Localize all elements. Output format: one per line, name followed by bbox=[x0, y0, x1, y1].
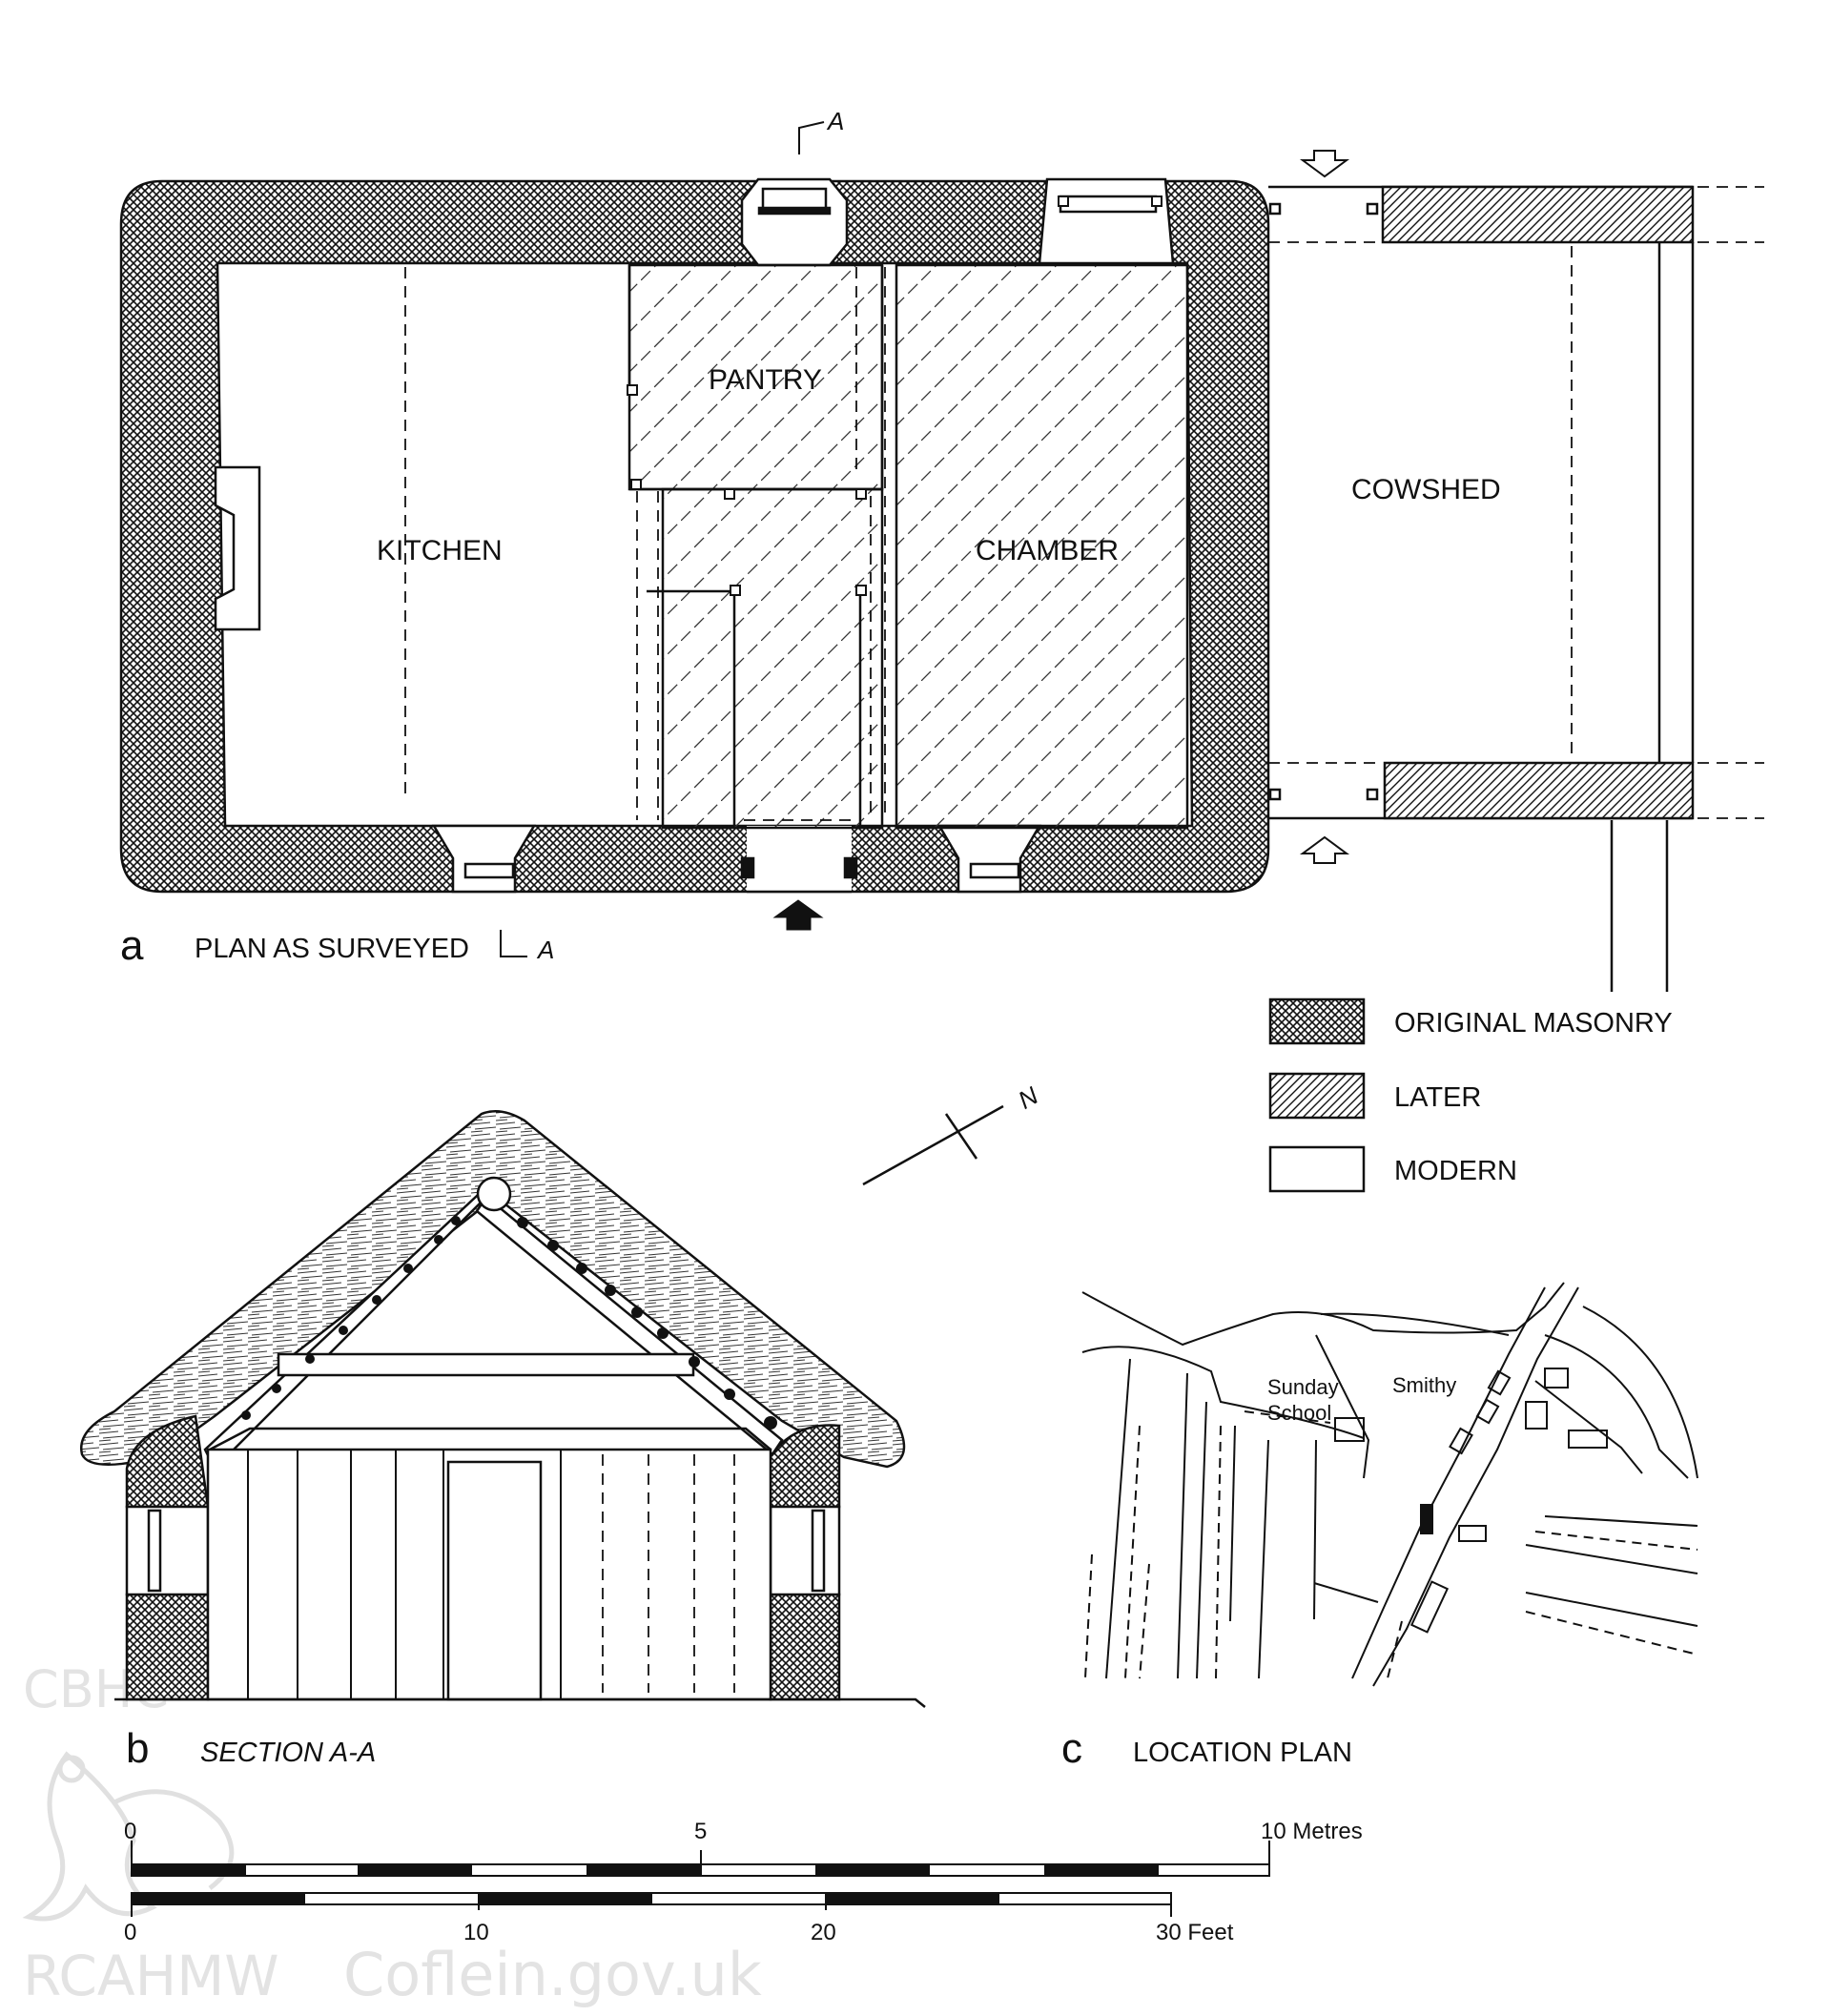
section-wall-left bbox=[125, 1414, 210, 1509]
thatch-roof bbox=[79, 1109, 906, 1469]
panel-letter-c: c bbox=[1061, 1725, 1082, 1772]
section-marker-label-bottom: A bbox=[536, 936, 554, 964]
location-fields bbox=[1084, 1358, 1698, 1679]
entrance-arrow-cowshed-top bbox=[1299, 150, 1350, 178]
location-buildings bbox=[1334, 1368, 1608, 1634]
legend-swatch-original bbox=[1268, 998, 1366, 1045]
scale-metres-tick-0: 0 bbox=[124, 1819, 136, 1844]
scale-feet-tick-20: 20 bbox=[811, 1920, 836, 1945]
scale-metres-tick-10: 10 Metres bbox=[1261, 1819, 1363, 1844]
scale-bars bbox=[131, 1841, 1270, 1917]
location-sunday-school-line2: School bbox=[1267, 1401, 1331, 1425]
section-doorway bbox=[446, 1460, 543, 1701]
location-smithy-label: Smithy bbox=[1392, 1373, 1456, 1397]
room-label-kitchen: KITCHEN bbox=[377, 535, 503, 566]
floor-plan bbox=[119, 121, 1764, 992]
scale-metres-tick-5: 5 bbox=[694, 1819, 707, 1844]
north-arrow bbox=[862, 1104, 1004, 1186]
cowshed bbox=[1268, 185, 1764, 992]
window-top-kitchen-glazing bbox=[761, 187, 828, 212]
room-label-cowshed: COWSHED bbox=[1351, 474, 1501, 505]
watermark-site: Coflein.gov.uk bbox=[343, 1940, 762, 2009]
window-top-chamber bbox=[1038, 177, 1175, 265]
section-wall-left-lower bbox=[125, 1593, 210, 1701]
room-label-pantry: PANTRY bbox=[709, 364, 822, 396]
section-marker-label-top: A bbox=[826, 107, 844, 135]
north-arrow-label: N bbox=[1013, 1080, 1042, 1114]
panel-letter-b: b bbox=[126, 1725, 149, 1772]
legend-label-modern: MODERN bbox=[1394, 1156, 1517, 1186]
section-drawing bbox=[79, 1109, 926, 1708]
fireplace bbox=[214, 465, 261, 631]
entrance-arrow-front bbox=[772, 899, 824, 931]
scale-feet-tick-30: 30 Feet bbox=[1156, 1920, 1234, 1945]
road-south-edge bbox=[1081, 1346, 1365, 1439]
front-door-opening bbox=[747, 826, 852, 893]
plan-caption: PLAN AS SURVEYED bbox=[195, 934, 469, 964]
section-caption: SECTION A-A bbox=[200, 1738, 376, 1768]
cowshed-later-wall-bottom bbox=[1383, 761, 1695, 820]
legend-label-later: LATER bbox=[1394, 1082, 1481, 1113]
section-marker-bottom bbox=[500, 930, 527, 957]
section-wall-right-lower bbox=[769, 1593, 841, 1701]
cowshed-later-wall-top bbox=[1381, 185, 1695, 244]
legend-label-original: ORIGINAL MASONRY bbox=[1394, 1008, 1673, 1039]
watermark-org-bottom: RCAHMW bbox=[23, 1944, 279, 2008]
legend-swatch-modern bbox=[1268, 1145, 1366, 1193]
location-sunday-school-line1: Sunday bbox=[1267, 1375, 1339, 1399]
section-marker-top bbox=[798, 121, 825, 154]
room-label-chamber: CHAMBER bbox=[976, 535, 1119, 566]
purlins bbox=[241, 1216, 777, 1430]
panel-letter-a: a bbox=[120, 922, 144, 969]
location-caption: LOCATION PLAN bbox=[1133, 1738, 1352, 1768]
chamber-later bbox=[895, 263, 1189, 830]
legend-swatch-later bbox=[1268, 1072, 1366, 1120]
scale-feet-tick-10: 10 bbox=[463, 1920, 489, 1945]
entrance-arrow-cowshed-bottom bbox=[1299, 835, 1350, 864]
location-plan bbox=[1081, 1282, 1698, 1687]
scale-feet-tick-0: 0 bbox=[124, 1920, 136, 1945]
passage-later bbox=[661, 487, 884, 830]
ground-line bbox=[114, 1697, 926, 1708]
legend bbox=[1268, 998, 1366, 1193]
road-north-edge bbox=[1081, 1282, 1565, 1347]
